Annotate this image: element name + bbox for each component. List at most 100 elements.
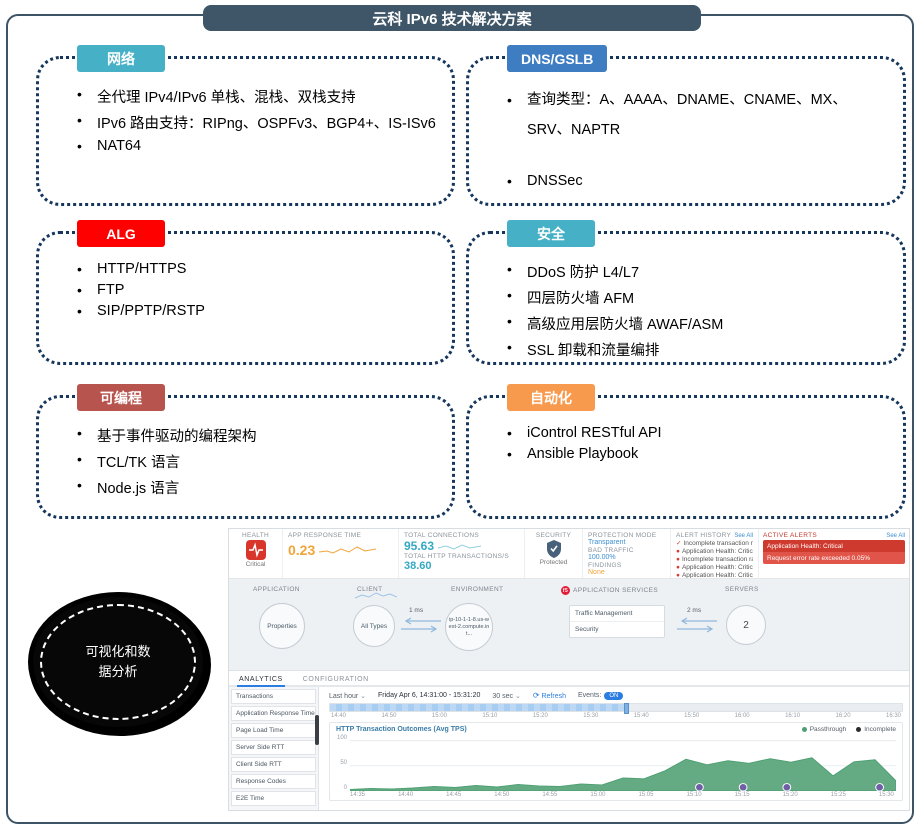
bullet-item: 四层防火墙 AFM — [503, 287, 887, 308]
interval-dropdown[interactable]: 30 sec ⌄ — [492, 692, 521, 700]
sidebar-scrollbar[interactable] — [315, 715, 319, 745]
visualization-oval-line2: 据分析 — [98, 664, 138, 679]
service-item-traffic-management[interactable]: Traffic Management — [570, 606, 664, 622]
timeline-tick: 15:40 — [633, 713, 649, 719]
refresh-icon: ⟳ — [532, 691, 540, 700]
http-transactions-label: TOTAL HTTP TRANSACTIONS/S — [404, 553, 510, 560]
services-column-label: f5 APPLICATION SERVICES — [561, 586, 659, 595]
bullet-item: 基于事件驱动的编程架构 — [73, 425, 436, 446]
timeline-selection[interactable] — [330, 704, 628, 711]
bullet-item: iControl RESTful API — [503, 425, 887, 441]
sidebar-item[interactable]: Application Response Time — [231, 706, 316, 721]
alert-status-icon: ● — [676, 572, 680, 578]
app-response-time-value: 0.23 — [288, 542, 316, 558]
sidebar-item[interactable]: Client Side RTT — [231, 757, 316, 772]
timeline-tick: 15:10 — [482, 713, 498, 719]
total-connections-label: TOTAL CONNECTIONS — [404, 532, 480, 539]
alert-history-see-all[interactable]: See All — [734, 532, 753, 539]
bullet-item: TCL/TK 语言 — [73, 451, 436, 472]
feature-box-network: 网络 全代理 IPv4/IPv6 单栈、混栈、双栈支持IPv6 路由支持：RIP… — [36, 45, 455, 206]
feature-box-automation: 自动化 iControl RESTful APIAnsible Playbook — [466, 384, 906, 519]
findings-value: None — [588, 569, 605, 576]
x-axis-label: 15:30 — [878, 792, 894, 798]
health-label: HEALTH — [242, 532, 269, 539]
x-axis-label: 14:35 — [350, 792, 366, 798]
client-mini-sparkline — [355, 592, 397, 599]
application-node[interactable]: Properties — [259, 603, 305, 649]
range-dropdown[interactable]: Last hour ⌄ — [329, 692, 367, 700]
security-status: Protected — [539, 559, 568, 566]
active-alerts-see-all[interactable]: See All — [886, 532, 905, 539]
connections-sparkline — [438, 544, 482, 550]
x-axis-label: 15:25 — [830, 792, 846, 798]
chart-title: HTTP Transaction Outcomes (Avg TPS) — [336, 726, 467, 733]
analytics-toolbar: Last hour ⌄ Friday Apr 6, 14:31:00 - 15:… — [329, 689, 903, 702]
bullet-item: 全代理 IPv4/IPv6 单栈、混栈、双栈支持 — [73, 86, 436, 107]
application-column-label: APPLICATION — [253, 586, 300, 593]
timeline-tick: 15:30 — [583, 713, 599, 719]
bullet-item: SSL 卸载和流量编排 — [503, 339, 887, 360]
active-alert-item: Request error rate exceeded 0.05% — [763, 552, 905, 564]
active-alerts-banner: Application Health: Critical Request err… — [763, 540, 905, 564]
service-item-security[interactable]: Security — [575, 626, 599, 633]
alert-status-icon: ● — [676, 556, 680, 563]
timeline-tick: 16:30 — [885, 713, 901, 719]
feature-box-dns-gslb-label: DNS/GSLB — [521, 50, 594, 67]
latency-right-label: 2 ms — [687, 607, 702, 614]
analytics-dashboard: HEALTH Critical APP RESPONSE TIME 0.23 T… — [228, 528, 910, 811]
time-period: Friday Apr 6, 14:31:00 - 15:31:20 — [378, 692, 481, 699]
tab-analytics[interactable]: ANALYTICS — [237, 676, 285, 687]
environment-node[interactable]: ip-10-1-1-8.us-west-2.compute.int... — [445, 603, 493, 651]
bad-traffic-value: 100.00% — [588, 554, 616, 561]
feature-box-security-tab: 安全 — [507, 220, 595, 247]
x-axis-label: 14:40 — [398, 792, 414, 798]
http-transactions-value: 38.60 — [404, 560, 432, 572]
sidebar-item[interactable]: Page Load Time — [231, 723, 316, 738]
timeline-handle[interactable] — [624, 703, 629, 714]
feature-box-dns-gslb-tab: DNS/GSLB — [507, 45, 608, 72]
sidebar-item[interactable]: Transactions — [231, 689, 316, 704]
alert-history-item: ✓ Incomplete transaction rate dropped be… — [676, 540, 753, 547]
feature-box-dns-gslb-items: 查询类型：A、AAAA、DNAME、CNAME、MX、SRV、NAPTR DNSS… — [469, 59, 903, 279]
servers-node[interactable]: 2 — [726, 605, 766, 645]
x-axis-label: 15:05 — [638, 792, 654, 798]
area-chart — [350, 740, 896, 791]
bullet-item: FTP — [73, 282, 436, 298]
timeline-tick: 16:00 — [734, 713, 750, 719]
sidebar-item[interactable]: Response Codes — [231, 774, 316, 789]
servers-column-label: SERVERS — [725, 586, 759, 593]
sidebar-item[interactable]: E2E Time — [231, 791, 316, 806]
refresh-button[interactable]: ⟳ Refresh — [532, 691, 566, 700]
alert-history-item: ● Application Health: Critical Just now — [676, 572, 753, 578]
feature-box-automation-tab: 自动化 — [507, 384, 595, 411]
bullet-item: DNSSec — [503, 167, 887, 197]
active-alerts-label: ACTIVE ALERTS — [763, 532, 817, 539]
tab-configuration[interactable]: CONFIGURATION — [302, 676, 369, 683]
events-toggle[interactable]: ON — [604, 691, 624, 700]
alert-status-icon: ● — [676, 548, 680, 555]
x-axis-label: 15:10 — [686, 792, 702, 798]
feature-box-alg-tab: ALG — [77, 220, 165, 247]
bullet-item: 查询类型：A、AAAA、DNAME、CNAME、MX、SRV、NAPTR — [503, 86, 887, 145]
timeline-bar[interactable] — [329, 703, 903, 714]
timeline-tick: 15:00 — [431, 713, 447, 719]
security-label: SECURITY — [535, 532, 572, 539]
timeline-tick: 16:10 — [785, 713, 801, 719]
shield-icon — [546, 540, 562, 558]
bad-traffic-label: BAD TRAFFIC — [588, 547, 634, 554]
feature-box-alg: ALG HTTP/HTTPSFTPSIP/PPTP/RSTP — [36, 220, 455, 365]
feature-box-programmable-tab: 可编程 — [77, 384, 165, 411]
feature-box-network-label: 网络 — [107, 50, 135, 67]
total-connections-value: 95.63 — [404, 539, 435, 553]
legend-passthrough: Passthrough — [801, 726, 846, 733]
alert-history-list: ✓ Incomplete transaction rate dropped be… — [676, 540, 753, 578]
sidebar-item[interactable]: Server Side RTT — [231, 740, 316, 755]
environment-column-label: ENVIRONMENT — [451, 586, 504, 593]
client-node[interactable]: All Types — [353, 605, 395, 647]
feature-box-dns-gslb: DNS/GSLB 查询类型：A、AAAA、DNAME、CNAME、MX、SRV、… — [466, 45, 906, 248]
feature-box-programmable-items: 基于事件驱动的编程架构TCL/TK 语言Node.js 语言 — [39, 398, 452, 511]
alert-status-icon: ● — [676, 564, 680, 571]
